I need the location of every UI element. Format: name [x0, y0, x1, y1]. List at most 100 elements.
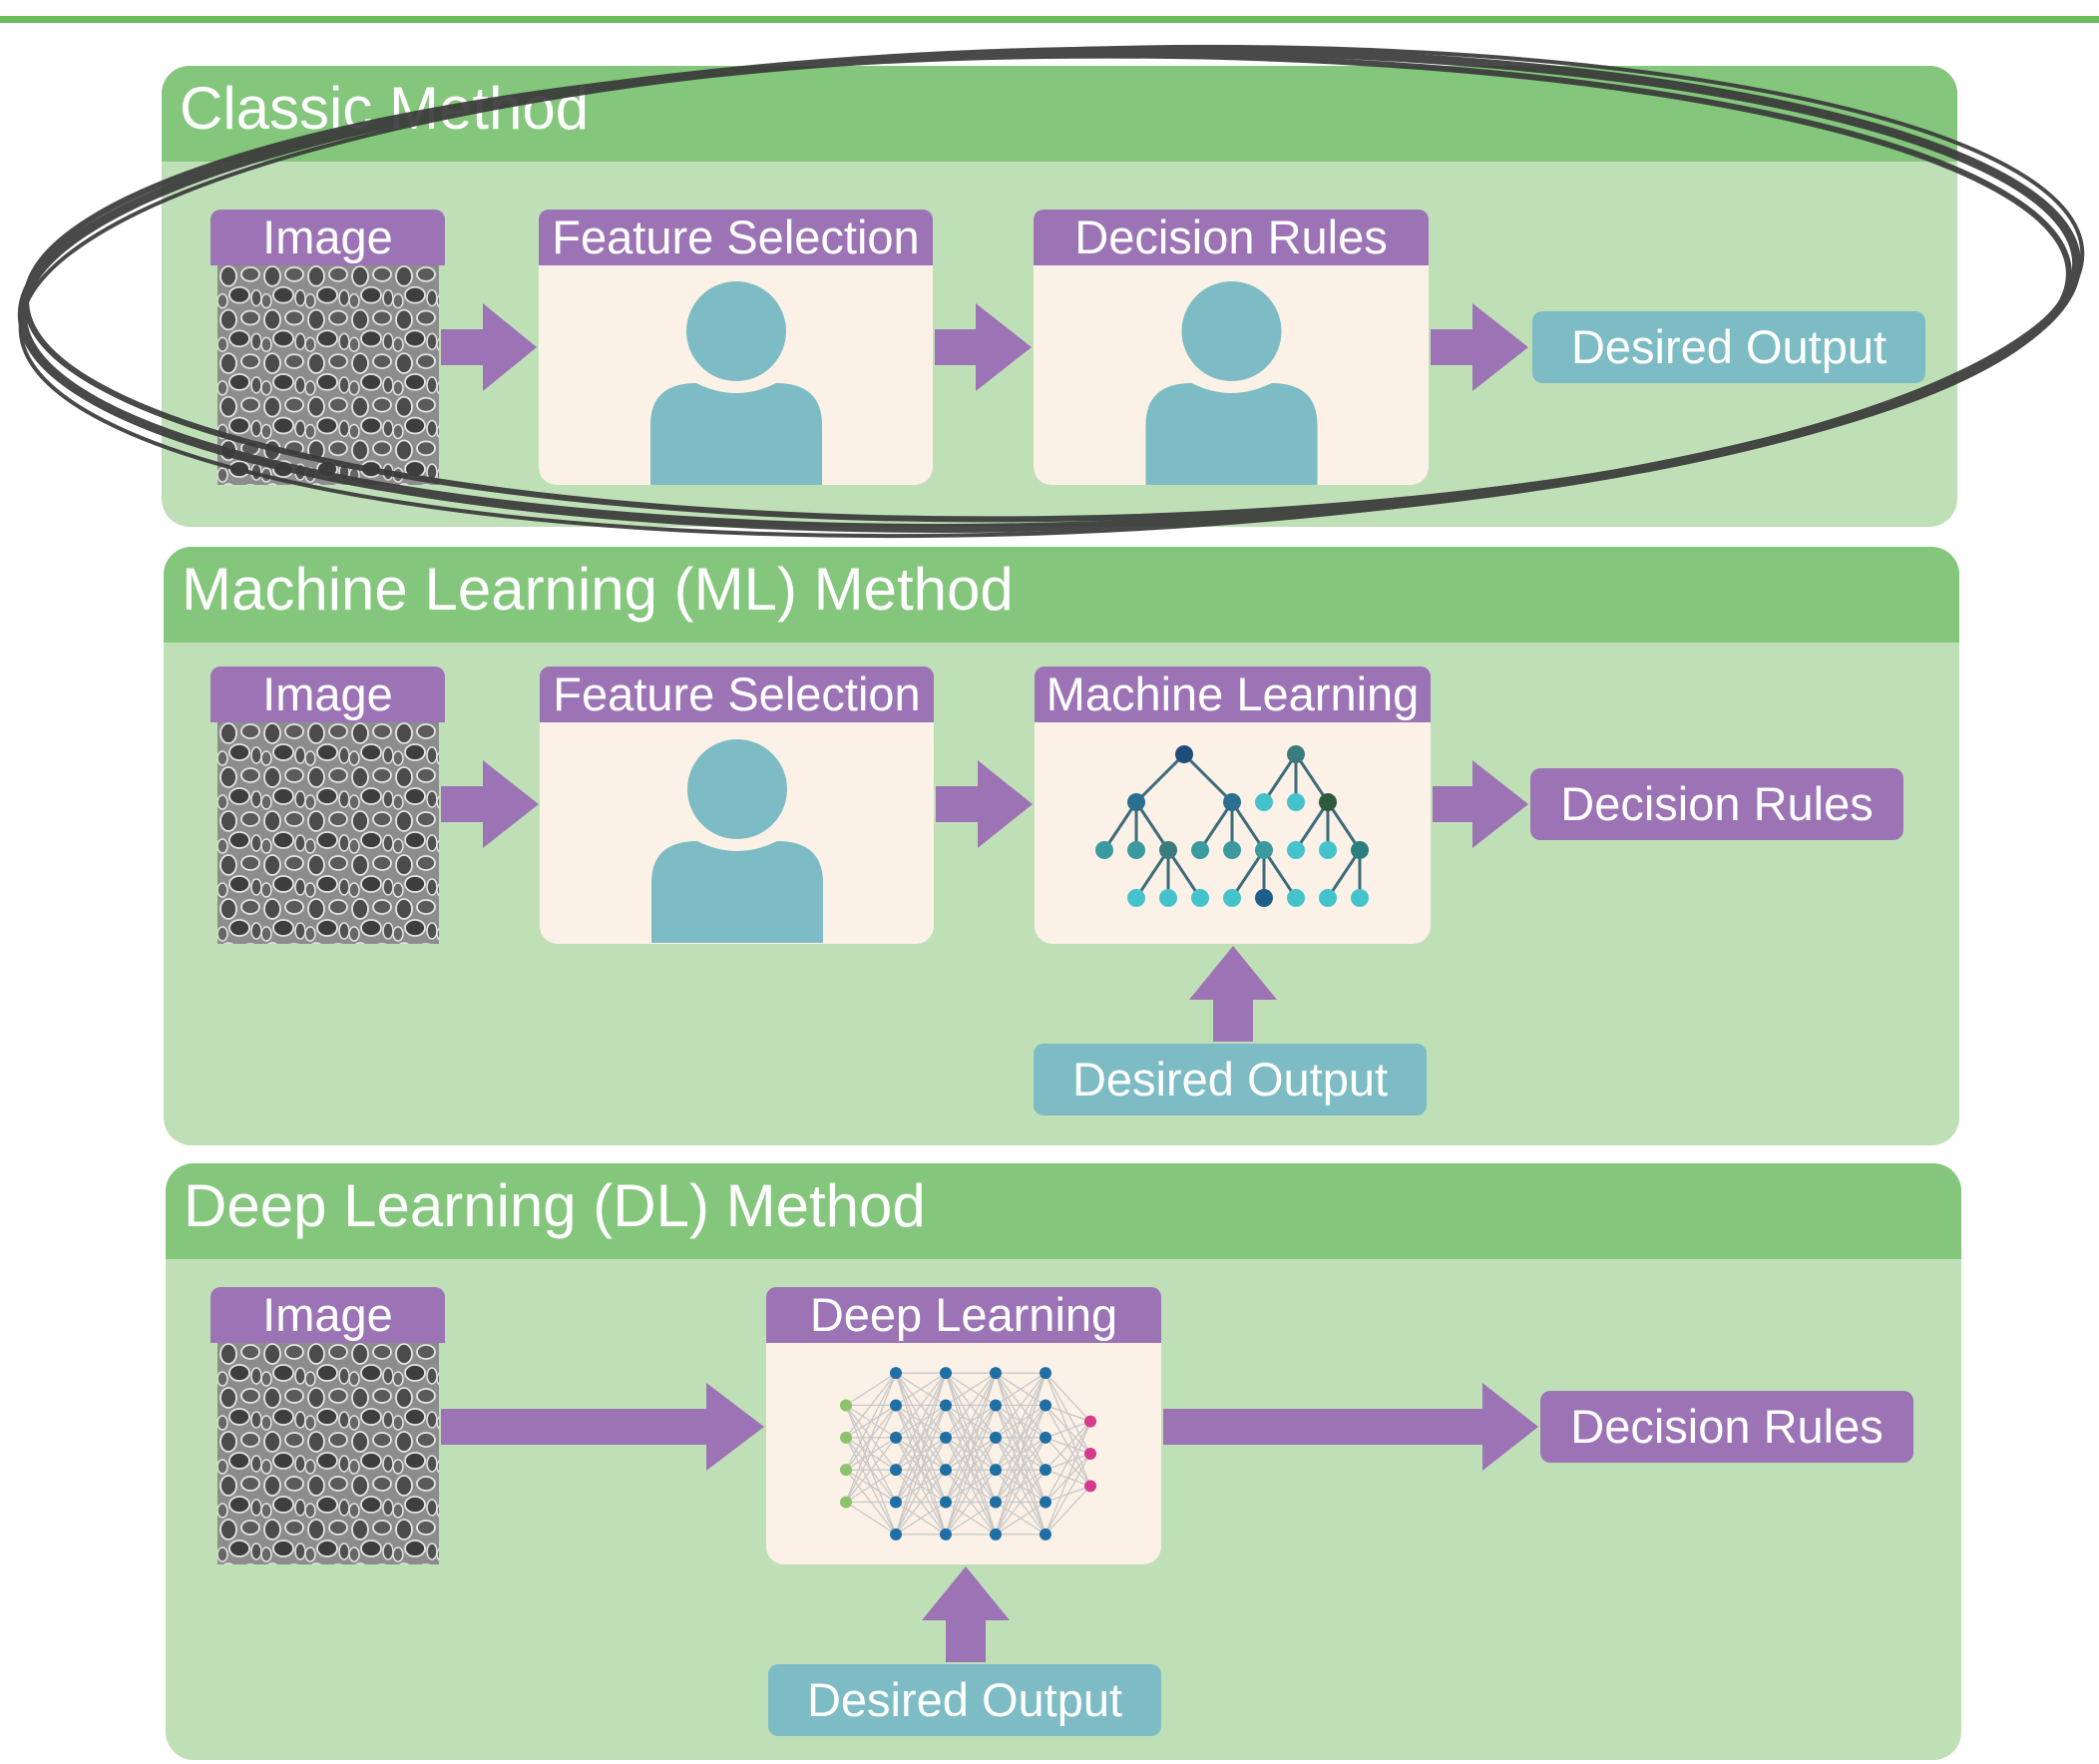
network-edge: [845, 1405, 897, 1503]
decision-tree-icon: [1095, 745, 1369, 907]
network-edge: [995, 1372, 1047, 1439]
network-node: [840, 1496, 852, 1509]
network-edge: [945, 1469, 997, 1536]
network-node: [890, 1367, 902, 1380]
network-node: [940, 1464, 952, 1477]
arrow-up: [922, 1566, 1010, 1662]
network-node: [840, 1399, 852, 1412]
cell-microscopy-icon: [217, 722, 439, 944]
network-edge: [1045, 1421, 1091, 1536]
arrow-right: [1431, 303, 1528, 391]
network-node: [940, 1399, 952, 1412]
network-edge: [845, 1501, 897, 1536]
network-edge: [845, 1372, 897, 1503]
network-edge: [1045, 1421, 1091, 1503]
ml-desired-output-box: Desired Output: [1034, 1044, 1427, 1115]
network-edge: [945, 1372, 997, 1536]
network-node: [1040, 1464, 1051, 1477]
network-node: [840, 1464, 852, 1477]
dl-deep-learning-label: Deep Learning: [766, 1287, 1161, 1343]
dl-desired-output-box: Desired Output: [768, 1664, 1161, 1736]
network-node: [1084, 1448, 1096, 1460]
network-edge: [845, 1437, 897, 1503]
ml-image-label: Image: [210, 666, 445, 722]
network-node: [940, 1528, 952, 1541]
network-edge: [945, 1372, 997, 1471]
network-node: [890, 1431, 902, 1444]
network-node: [990, 1431, 1002, 1444]
network-node: [1040, 1528, 1051, 1541]
network-node: [990, 1464, 1002, 1477]
arrow-right: [441, 303, 537, 391]
ml-feature-selection-card: [540, 722, 934, 944]
dl-decision-rules-box: Decision Rules: [1540, 1391, 1913, 1463]
network-node: [990, 1496, 1002, 1509]
network-node: [990, 1528, 1002, 1541]
network-edge: [995, 1469, 1047, 1536]
network-node: [840, 1431, 852, 1444]
network-edge: [1045, 1404, 1091, 1423]
arrow-right: [441, 1383, 764, 1471]
network-node: [1040, 1399, 1051, 1412]
network-edge: [895, 1372, 947, 1439]
network-edge: [895, 1372, 947, 1536]
network-edge: [895, 1437, 947, 1536]
network-edge: [895, 1372, 947, 1471]
network-node: [940, 1367, 952, 1380]
dl-image-label: Image: [210, 1287, 445, 1343]
ml-feature-selection-label: Feature Selection: [540, 666, 934, 722]
network-node: [1040, 1367, 1051, 1380]
network-edge: [845, 1372, 897, 1471]
arrow-right: [936, 760, 1033, 848]
network-edge: [945, 1372, 997, 1439]
network-node: [890, 1464, 902, 1477]
network-edge: [995, 1372, 1047, 1471]
network-edge: [995, 1372, 1047, 1407]
neural-network-icon: [840, 1367, 1096, 1541]
arrow-right: [1163, 1383, 1538, 1471]
network-node: [990, 1367, 1002, 1380]
dl-method-header: Deep Learning (DL) Method: [166, 1163, 1961, 1259]
ml-decision-rules-box: Decision Rules: [1530, 768, 1903, 840]
dl-method-panel: Deep Learning (DL) Method: [166, 1163, 1961, 1760]
ml-method-title: Machine Learning (ML) Method: [182, 556, 1014, 623]
network-edge: [895, 1405, 947, 1536]
network-edge: [995, 1372, 1047, 1503]
network-edge: [995, 1437, 1047, 1536]
network-edge: [995, 1372, 1047, 1536]
ml-machine-learning-card: [1035, 722, 1431, 944]
network-node: [890, 1496, 902, 1509]
network-edge: [945, 1501, 997, 1536]
network-edge: [945, 1372, 997, 1407]
network-edge: [945, 1372, 997, 1503]
network-edge: [945, 1405, 997, 1536]
arrow-right: [441, 760, 539, 848]
network-edge: [1045, 1421, 1091, 1439]
network-edge: [1045, 1372, 1091, 1423]
arrow-right: [935, 303, 1032, 391]
network-node: [940, 1431, 952, 1444]
network-edge: [1045, 1485, 1091, 1536]
network-node: [1040, 1431, 1051, 1444]
network-node: [890, 1528, 902, 1541]
network-edge: [845, 1372, 897, 1439]
network-edge: [995, 1501, 1047, 1536]
dl-deep-learning-card: [766, 1343, 1161, 1564]
network-edge: [1045, 1421, 1091, 1471]
network-node: [1040, 1496, 1051, 1509]
network-edge: [895, 1372, 947, 1503]
network-edge: [1045, 1453, 1091, 1536]
network-edge: [895, 1501, 947, 1536]
network-edge: [995, 1405, 1047, 1536]
ml-machine-learning-label: Machine Learning: [1035, 666, 1431, 722]
ml-method-header: Machine Learning (ML) Method: [164, 547, 1959, 643]
network-node: [1084, 1480, 1096, 1493]
network-edge: [895, 1372, 947, 1407]
network-node: [890, 1399, 902, 1412]
network-node: [940, 1496, 952, 1509]
network-edge: [845, 1469, 897, 1504]
network-node: [1084, 1415, 1096, 1428]
network-edge: [845, 1372, 897, 1407]
network-node: [990, 1399, 1002, 1412]
